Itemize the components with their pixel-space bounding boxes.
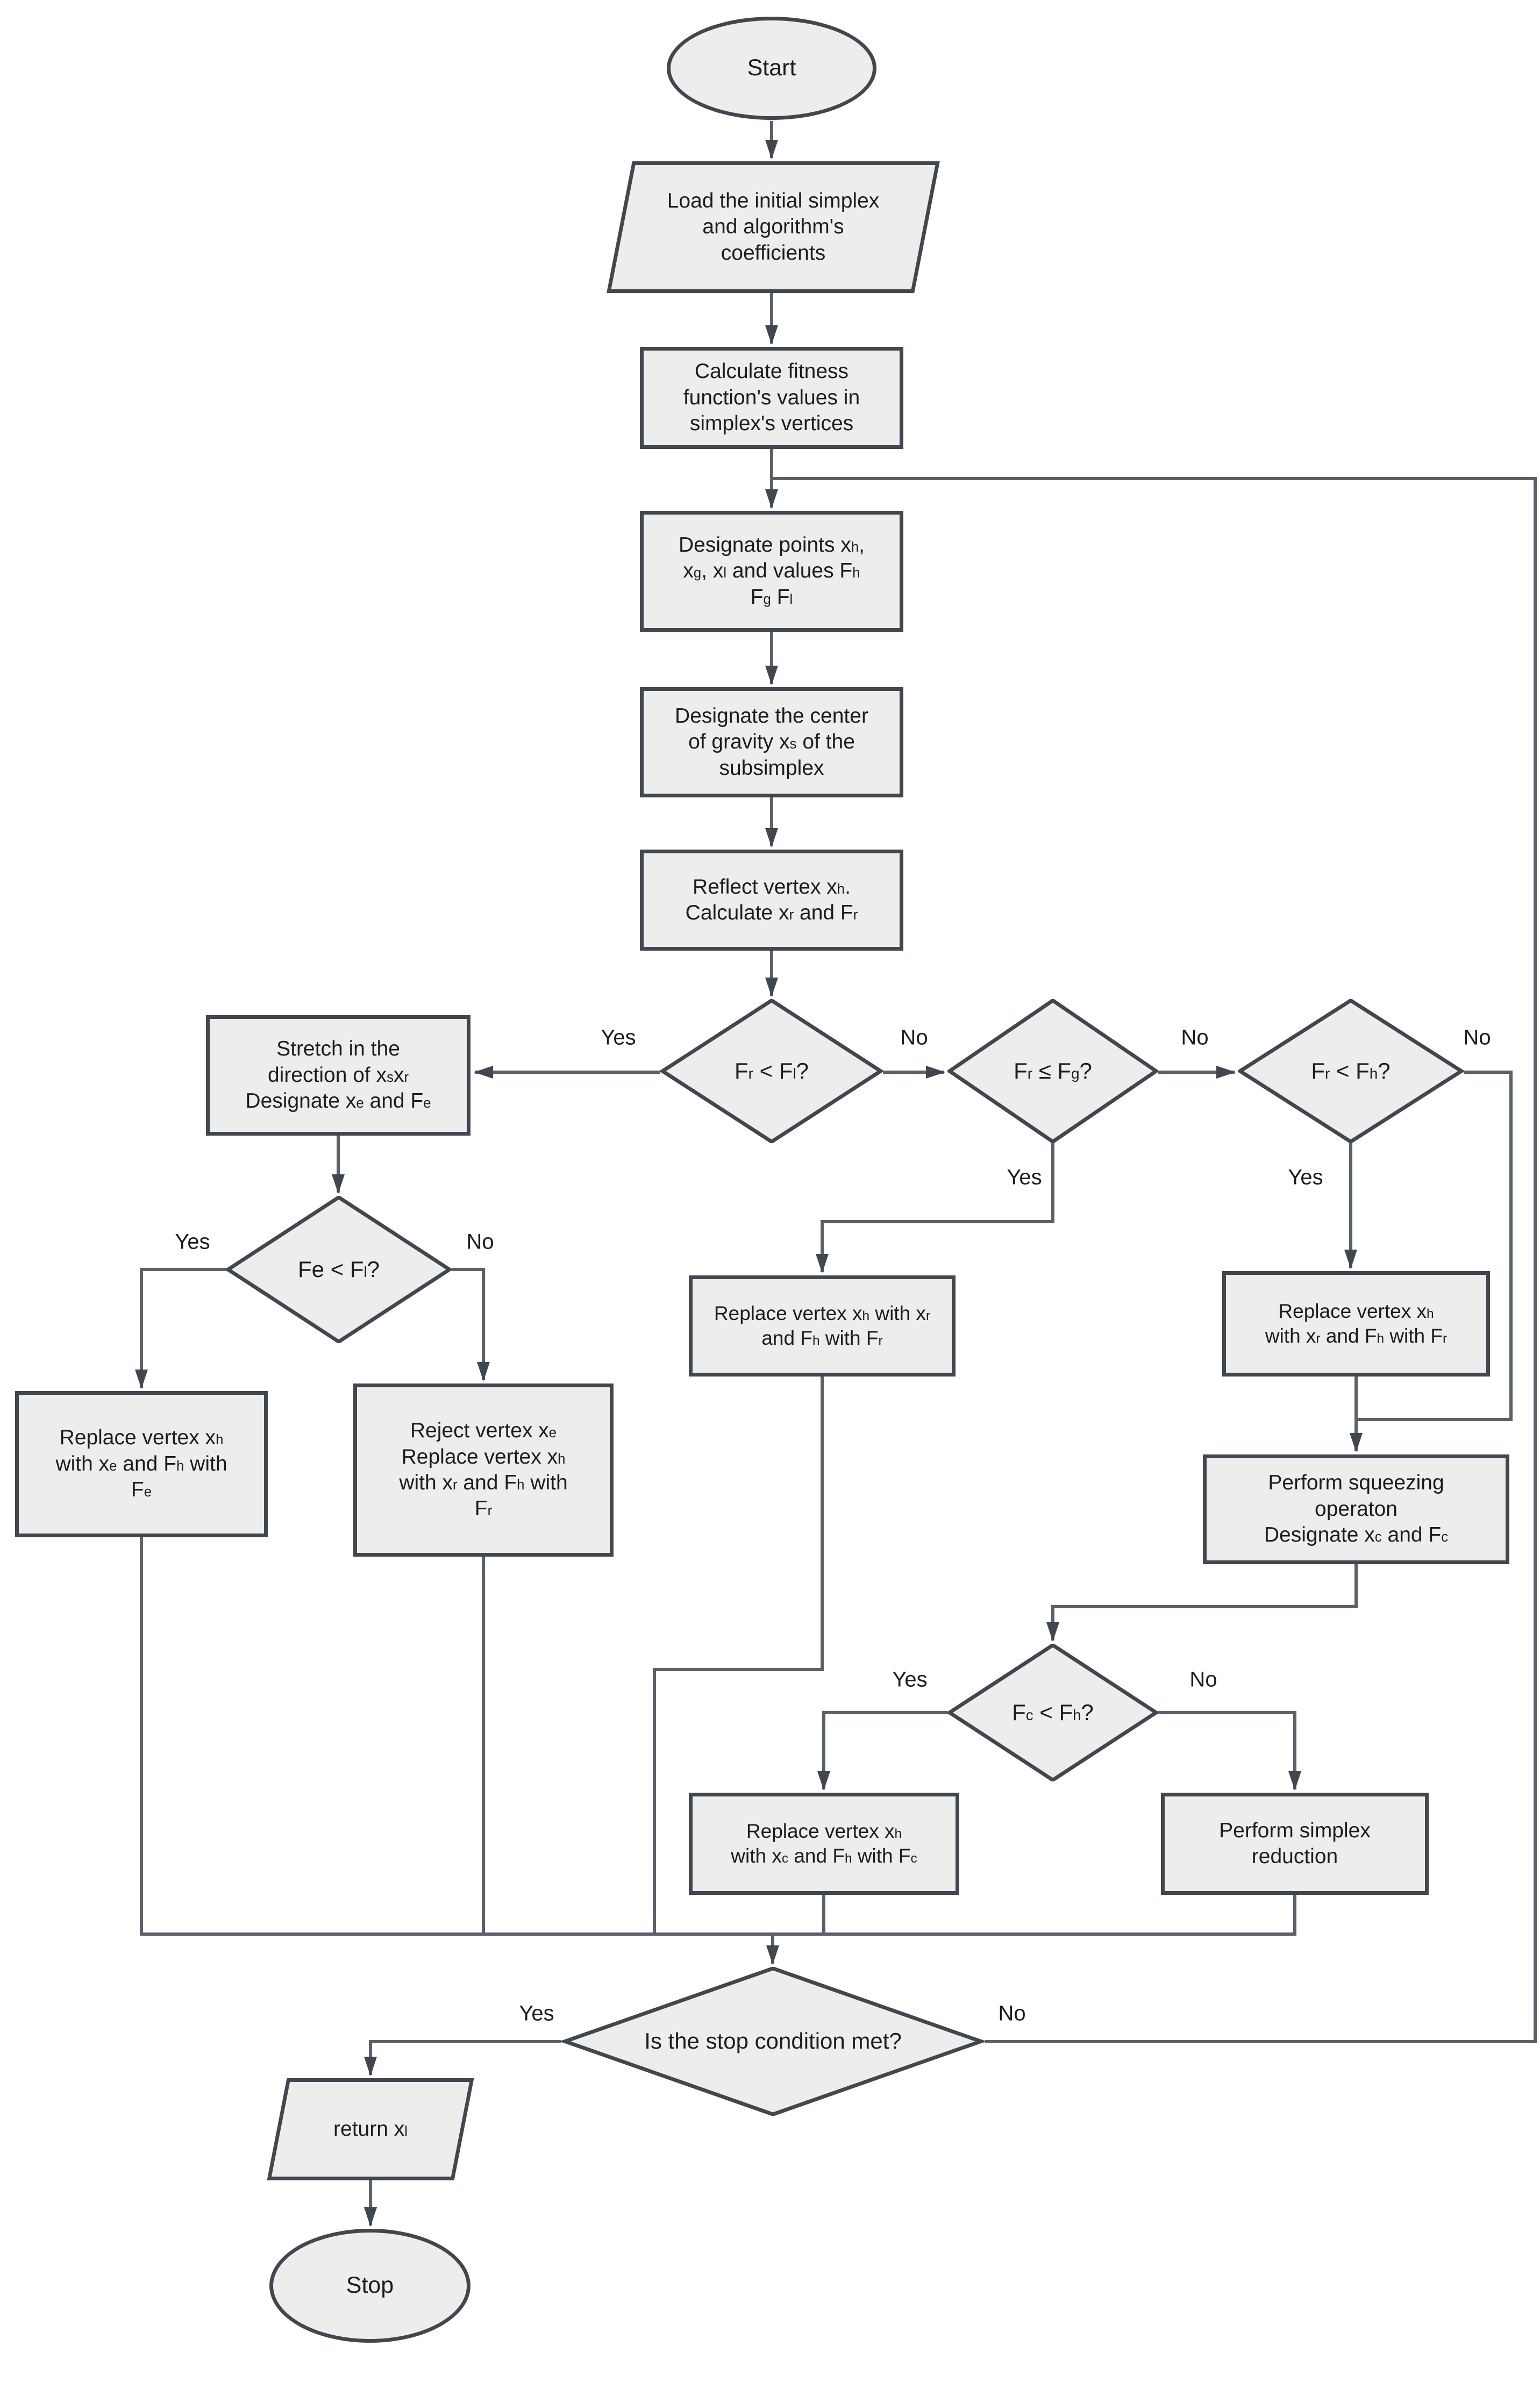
edge-d2-yes-replace-mid: [816, 1143, 1054, 1273]
diamond-shape: [947, 999, 1158, 1143]
rect-shape: [353, 1383, 614, 1557]
edge-d5-no-reduction: [1158, 1711, 1301, 1791]
branch-label-d5-no: No: [1189, 1667, 1217, 1692]
rect-shape: [640, 687, 903, 797]
diamond-shape: [226, 1196, 452, 1343]
node-label: Start: [747, 55, 796, 81]
node-label: Fr < Fh?: [1311, 1058, 1391, 1083]
rect-shape: [640, 347, 903, 449]
branch-label-d1-no: No: [900, 1025, 928, 1050]
edge-d4-yes-replace-xe: [135, 1268, 226, 1389]
edge-replace-xc-merge: [773, 1895, 825, 1936]
ellipse-shape: [269, 2229, 470, 2343]
node-label: return xl: [333, 2117, 408, 2141]
rect-shape: [689, 1793, 959, 1895]
branch-label-d5-yes: Yes: [892, 1667, 928, 1692]
decision-fe-lt-fl: Fe < Fl?: [226, 1196, 452, 1343]
edge-d4-no-reject: [452, 1268, 490, 1381]
node-label: Fr < Fl?: [735, 1058, 809, 1083]
node-label: Designate points xh,xg, xl and values Fh…: [678, 533, 865, 609]
branch-label-d3-no: No: [1463, 1025, 1491, 1050]
diamond-shape: [660, 999, 883, 1143]
node-label: Is the stop condition met?: [644, 2028, 902, 2054]
decision-fr-lt-fl: Fr < Fl?: [660, 999, 883, 1143]
rect-shape: [206, 1015, 470, 1136]
rect-shape: [1203, 1454, 1509, 1564]
edge-d6-no-feedback: [772, 477, 1537, 2043]
edge-squeeze-d5: [1046, 1564, 1358, 1642]
branch-label-d3-yes: Yes: [1288, 1165, 1323, 1189]
edge-replace-mid-merge: [653, 1377, 824, 1936]
ellipse-shape: [667, 17, 876, 120]
node-label: Fe < Fl?: [297, 1256, 380, 1282]
terminal-stop: Stop: [269, 2229, 470, 2343]
io-return-xl: return xl: [263, 2078, 478, 2180]
decision-stop-condition: Is the stop condition met?: [561, 1967, 985, 2116]
diamond-shape: [561, 1967, 985, 2116]
rect-shape: [1161, 1793, 1429, 1895]
diamond-shape: [947, 1644, 1158, 1781]
node-label: Fr ≤ Fg?: [1014, 1058, 1092, 1083]
branch-label-d4-no: No: [466, 1230, 494, 1254]
rect-shape: [689, 1275, 956, 1377]
decision-fr-lt-fh: Fr < Fh?: [1238, 999, 1464, 1143]
branch-label-d6-no: No: [998, 2001, 1026, 2026]
edge-replace-xe-merge: [140, 1537, 773, 1936]
decision-fr-le-fg: Fr ≤ Fg?: [947, 999, 1158, 1143]
node-label: Stop: [346, 2272, 394, 2299]
edge-d6-yes-return: [364, 2040, 561, 2076]
rect-shape: [640, 511, 903, 632]
branch-label-d4-yes: Yes: [175, 1230, 210, 1254]
terminal-start: Start: [667, 17, 876, 120]
decision-fc-lt-fh: Fc < Fh?: [947, 1644, 1158, 1781]
edge-d5-yes-replace-xc: [817, 1711, 947, 1791]
branch-label-d6-yes: Yes: [519, 2001, 554, 2026]
branch-label-d2-yes: Yes: [1007, 1165, 1042, 1189]
process-designate-points: Designate points xh,xg, xl and values Fh…: [640, 511, 903, 632]
rect-shape: [15, 1391, 268, 1537]
rect-shape: [640, 850, 903, 951]
branch-label-d1-yes: Yes: [601, 1025, 636, 1050]
edge-reduction-merge: [773, 1895, 1296, 1936]
edge-d3-no-merge: [1356, 1071, 1513, 1421]
rect-shape: [1222, 1271, 1490, 1377]
process-reflect-vertex: Reflect vertex xh.Calculate xr and Fr: [640, 850, 903, 951]
node-label: Reflect vertex xh.Calculate xr and Fr: [685, 875, 858, 924]
branch-label-d2-no: No: [1181, 1025, 1209, 1050]
diamond-shape: [1238, 999, 1464, 1143]
node-label: Fc < Fh?: [1012, 1699, 1094, 1725]
